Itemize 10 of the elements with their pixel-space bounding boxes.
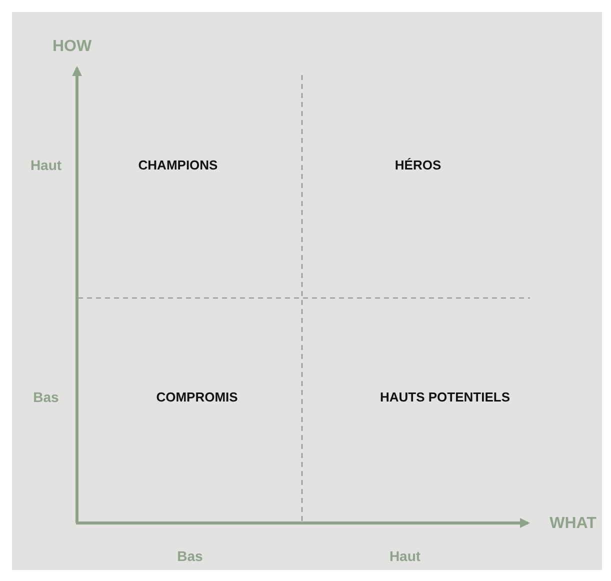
quadrant-label: CHAMPIONS (138, 158, 218, 172)
axis-tick-label: Bas (177, 548, 203, 564)
quadrant-label: HAUTS POTENTIELS (380, 390, 510, 404)
axis-tick-label: Haut (389, 548, 421, 564)
axis-title: WHAT (550, 515, 596, 533)
quadrant-label: COMPROMIS (156, 390, 238, 404)
axis-tick-label: Bas (33, 389, 59, 405)
quadrant-label: HÉROS (394, 158, 442, 172)
axis-tick-label: Haut (30, 157, 62, 173)
axis-title: HOW (52, 38, 92, 56)
